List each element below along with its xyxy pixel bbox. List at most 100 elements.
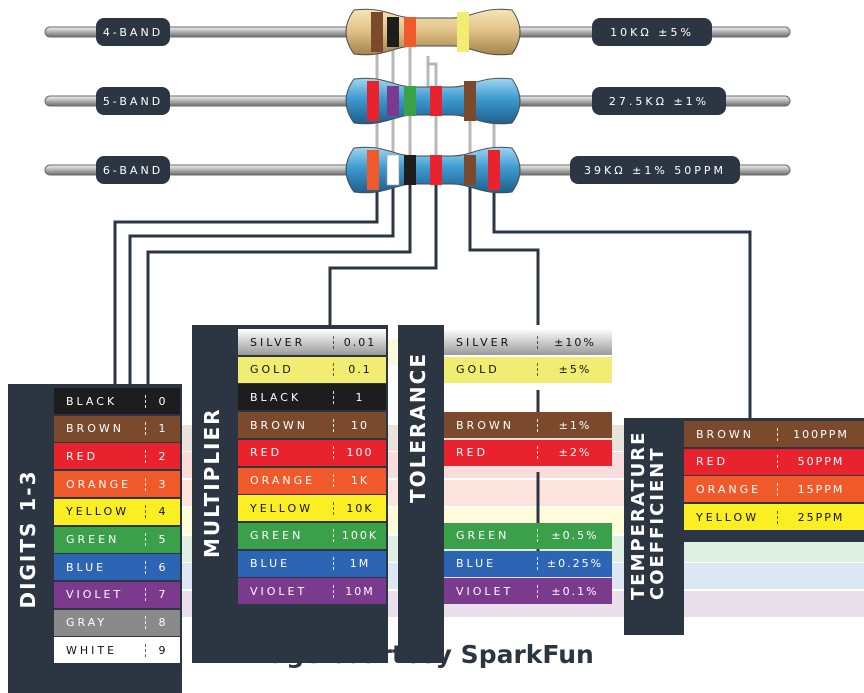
tolerance-row: RED ±2% [444,439,612,466]
color-name: VIOLET [456,584,514,598]
color-name: GREEN [250,529,304,543]
color-value: 0.1 [333,363,386,377]
multiplier-title: MULTIPLIER [200,407,224,558]
color-band [430,155,442,185]
color-band [387,17,399,47]
color-value: 5 [145,533,180,546]
color-value: ±1% [537,418,612,432]
color-name: VIOLET [66,588,124,602]
color-value: 7 [145,588,180,602]
color-value: 10K [333,501,386,515]
color-name: YELLOW [66,505,130,519]
label-4-band: 4-BAND [96,18,170,46]
digit2-wire [128,175,395,384]
color-name: SILVER [456,335,512,349]
digits-title: DIGITS 1-3 [16,469,40,609]
tolerance-row: VIOLET ±0.1% [444,578,612,605]
color-value: 100K [333,529,386,543]
color-name: BLUE [456,557,497,571]
digits-row: GREEN 5 [54,526,180,553]
tolerance-panel [398,325,444,663]
color-band [404,155,416,185]
band-link-line [426,56,438,97]
value-4-band: 10KΩ ±5% [592,18,712,46]
color-value: ±10% [537,335,612,349]
color-value: 0 [145,394,180,408]
multiplier-row: BLUE 1M [238,550,386,577]
color-band [367,81,379,121]
color-name: BLACK [250,390,302,404]
tempco-title: TEMPERATURE COEFFICIENT [628,431,678,600]
color-value: ±5% [537,363,612,377]
color-name: GOLD [250,363,294,377]
color-band [457,12,469,52]
image-credit: Image courtesy SparkFun [234,640,594,669]
tempco-title-line2: COEFFICIENT [646,446,668,600]
digit1-wire [113,175,379,384]
color-band [464,81,476,121]
color-value: 1K [333,474,386,487]
color-band [387,86,399,116]
multiplier-panel [192,325,238,663]
label-6-band: 6-BAND [96,156,170,184]
digits-row: ORANGE 3 [54,471,180,498]
color-name: ORANGE [66,477,132,491]
color-name: RED [696,455,729,469]
color-name: SILVER [250,335,306,349]
color-band [430,86,442,116]
color-band [464,155,476,185]
color-name: GRAY [66,616,108,630]
color-name: BROWN [66,422,124,436]
color-band [404,86,416,116]
multiplier-wire [328,175,438,325]
color-name: BLUE [66,560,107,574]
multiplier-row: BROWN 10 [238,412,386,439]
color-band [371,12,383,52]
multiplier-row: RED 100 [238,439,386,466]
color-value: 1M [333,557,386,571]
color-value: 3 [145,477,180,491]
color-value: 100PPM [777,427,864,441]
color-name: BROWN [250,418,308,432]
color-name: BLACK [66,394,118,408]
digits-row: BLUE 6 [54,554,180,581]
tolerance-row: BLUE ±0.25% [444,550,612,577]
color-value: ±2% [537,446,612,460]
color-value: 1 [333,390,386,404]
color-name: GOLD [456,363,500,377]
color-value: 0.01 [333,335,386,349]
color-value: ±0.1% [537,584,612,598]
color-value: 1 [145,422,180,436]
digits-row: WHITE 9 [54,637,180,664]
color-value: 2 [145,449,180,463]
color-value: 15PPM [777,482,864,496]
color-name: RED [456,446,489,460]
color-name: BROWN [456,418,514,432]
color-value: 6 [145,560,180,574]
digits-row: BLACK 0 [54,388,180,414]
color-value: 10 [333,418,386,432]
color-value: ±0.25% [537,557,612,571]
tolerance-title: TOLERANCE [406,351,430,503]
digits-row: YELLOW 4 [54,498,180,525]
color-value: 100 [333,446,386,460]
tempco-wire [492,175,752,418]
color-name: WHITE [66,643,118,657]
label-5-band: 5-BAND [96,87,170,115]
color-name: RED [250,446,283,460]
color-name: GREEN [66,533,120,546]
color-value: 25PPM [777,510,864,524]
color-value: 4 [145,505,180,519]
color-value: 9 [145,643,180,657]
tolerance-row: GREEN±0.5% [444,522,612,549]
digit3-wire [146,175,412,384]
color-name: BLUE [250,557,291,571]
